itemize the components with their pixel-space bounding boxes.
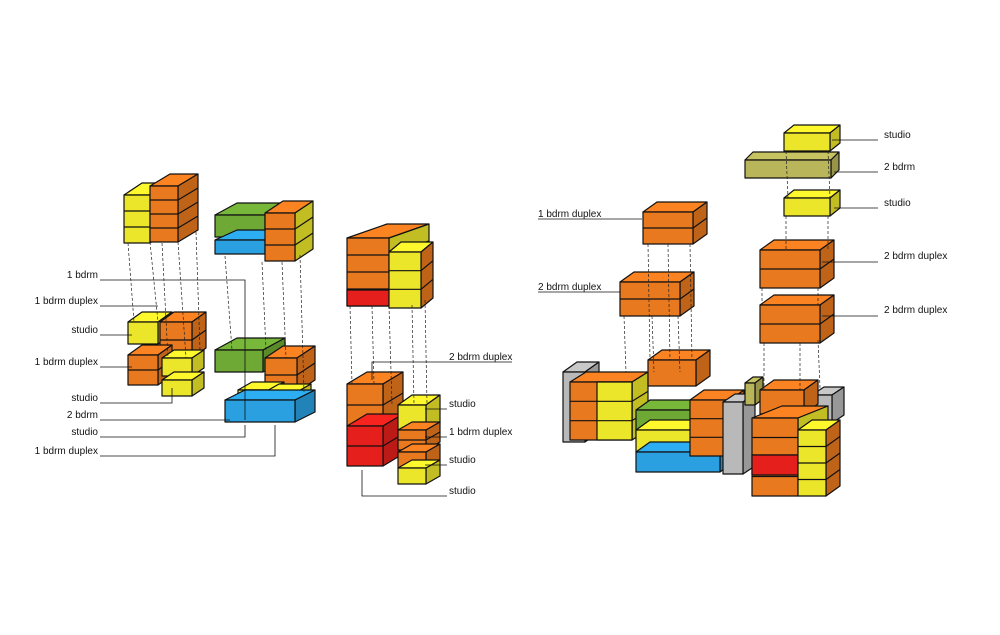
label-1-bdrm-duplex-c: 1 bdrm duplex bbox=[35, 446, 98, 457]
unit-block-front bbox=[783, 132, 831, 152]
projection-line bbox=[224, 255, 233, 351]
leader-studio-mid-c bbox=[361, 470, 447, 497]
unit-floor-line bbox=[389, 278, 434, 290]
unit-block-side bbox=[420, 241, 434, 309]
projection-line bbox=[677, 315, 681, 373]
label-1-bdrm-duplex-mid: 1 bdrm duplex bbox=[449, 427, 512, 438]
projection-line bbox=[177, 241, 187, 359]
unit-floor-line bbox=[347, 392, 404, 406]
unit-floor-line bbox=[265, 216, 314, 230]
projection-line bbox=[827, 150, 831, 199]
unit-block-front bbox=[127, 321, 159, 345]
projection-line bbox=[349, 305, 353, 385]
unit-floor-line bbox=[643, 217, 708, 229]
unit-block-front bbox=[264, 212, 296, 262]
unit-floor-line bbox=[150, 187, 199, 201]
projection-line bbox=[127, 242, 135, 323]
projection-line bbox=[424, 299, 428, 405]
label-r-2-bdrm-duplex-b: 2 bdrm duplex bbox=[884, 305, 947, 316]
unit-floor-line bbox=[265, 232, 314, 246]
label-1-bdrm: 1 bdrm bbox=[67, 270, 98, 281]
leader-2-bdrm-duplex-mid bbox=[371, 361, 512, 380]
label-studio-a: studio bbox=[71, 325, 98, 336]
label-leaders bbox=[100, 139, 878, 497]
unit-floor-line bbox=[160, 329, 207, 341]
projection-line bbox=[261, 261, 267, 351]
projection-line bbox=[281, 261, 287, 359]
projection-line bbox=[371, 305, 375, 385]
unit-floor-line bbox=[798, 436, 841, 448]
unit-block-front bbox=[214, 239, 266, 255]
leader-1-bdrm-duplex-c bbox=[100, 425, 276, 457]
projection-line bbox=[647, 243, 651, 361]
unit-block-front bbox=[596, 381, 633, 441]
unit-floor-line bbox=[760, 313, 835, 325]
unit-floor-line bbox=[398, 431, 441, 441]
unit-block-front bbox=[346, 289, 390, 307]
leader-studio-b bbox=[100, 388, 173, 404]
unit-block-top bbox=[744, 151, 840, 161]
unit-block-front bbox=[783, 197, 831, 217]
unit-block-front bbox=[214, 349, 264, 373]
label-1-bdrm-duplex-a: 1 bdrm duplex bbox=[35, 296, 98, 307]
unit-floor-line bbox=[150, 201, 199, 215]
projection-line bbox=[817, 339, 821, 389]
projection-line bbox=[411, 304, 415, 405]
unit-block-front bbox=[751, 454, 799, 476]
projection-line bbox=[149, 241, 159, 323]
unit-block-front bbox=[722, 401, 744, 475]
leader-1-bdrm bbox=[100, 279, 246, 420]
label-1-bdrm-duplex-b: 1 bdrm duplex bbox=[35, 357, 98, 368]
label-r-studio-top: studio bbox=[884, 130, 911, 141]
unit-block-front bbox=[647, 359, 697, 387]
unit-block-front bbox=[744, 382, 756, 406]
unit-floor-line bbox=[389, 260, 434, 272]
projection-line bbox=[785, 150, 789, 199]
label-r-2-bdrm-duplex-a: 2 bdrm duplex bbox=[884, 251, 947, 262]
projection-line bbox=[388, 305, 393, 405]
unit-floor-line bbox=[798, 452, 841, 464]
label-studio-mid-c: studio bbox=[449, 486, 476, 497]
label-2-bdrm-duplex-mid: 2 bdrm duplex bbox=[449, 352, 512, 363]
unit-floor-line bbox=[265, 362, 316, 376]
label-studio-mid-a: studio bbox=[449, 399, 476, 410]
unit-floor-line bbox=[150, 215, 199, 229]
unit-block-front bbox=[161, 379, 193, 397]
projection-line bbox=[651, 315, 655, 373]
projection-line bbox=[689, 243, 693, 361]
unit-block-front bbox=[224, 399, 296, 423]
projection-lines bbox=[127, 150, 831, 405]
label-r-1-bdrm-duplex: 1 bdrm duplex bbox=[538, 209, 601, 220]
projection-line bbox=[161, 242, 169, 359]
unit-block-front bbox=[744, 159, 832, 179]
unit-block-front bbox=[388, 251, 422, 309]
label-r-2-bdrm-duplex: 2 bdrm duplex bbox=[538, 282, 601, 293]
label-studio-b: studio bbox=[71, 393, 98, 404]
label-2-bdrm: 2 bdrm bbox=[67, 410, 98, 421]
projection-line bbox=[623, 315, 627, 373]
leader-studio-c bbox=[100, 425, 246, 438]
label-studio-c: studio bbox=[71, 427, 98, 438]
label-r-studio-mid: studio bbox=[884, 198, 911, 209]
label-r-2-bdrm: 2 bdrm bbox=[884, 162, 915, 173]
unit-block-front bbox=[123, 194, 151, 244]
unit-floor-line bbox=[798, 469, 841, 481]
label-studio-mid-b: studio bbox=[449, 455, 476, 466]
unit-block-front bbox=[397, 467, 427, 485]
projection-line bbox=[299, 254, 305, 393]
unit-blocks bbox=[123, 124, 845, 497]
unit-labels: 1 bdrm 1 bdrm duplex studio 1 bdrm duple… bbox=[35, 130, 948, 497]
projection-line bbox=[667, 243, 671, 361]
unit-floor-line bbox=[347, 433, 404, 447]
unit-floor-line bbox=[620, 288, 695, 300]
